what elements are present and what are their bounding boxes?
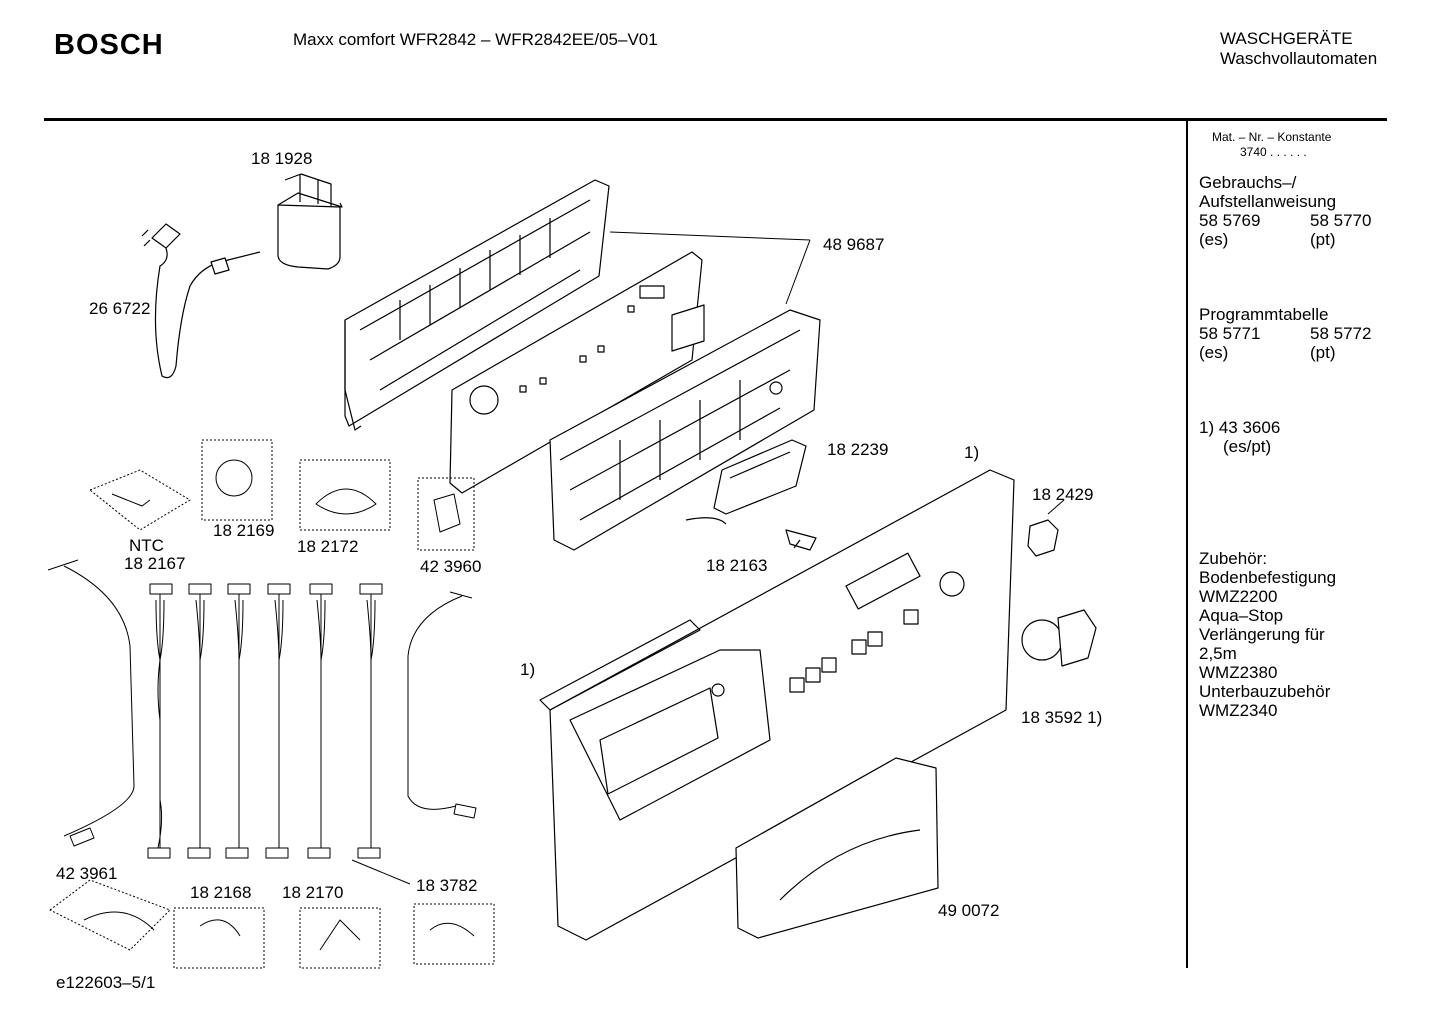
program-table-block: Programmtabelle 58 5771 58 5772 (es) (pt) <box>1199 305 1379 362</box>
footnote-block: 1) 43 3606 (es/pt) <box>1199 418 1280 456</box>
program-pt-lang: (pt) <box>1310 343 1336 362</box>
leader-183782 <box>351 859 411 885</box>
mat-number-label: Mat. – Nr. – Konstante <box>1212 130 1332 144</box>
category: WASCHGERÄTE Waschvollautomaten <box>1220 29 1377 69</box>
label-182429: 18 2429 <box>1032 485 1094 504</box>
drawing-code: e122603–5/1 <box>56 973 156 992</box>
accessory-3: Verlängerung für <box>1199 625 1325 644</box>
control-panel-part <box>539 469 1015 941</box>
accessories-block: Zubehör: Bodenbefestigung WMZ2200 Aqua–S… <box>1199 549 1336 720</box>
manual-es-number: 58 5769 <box>1199 211 1261 230</box>
program-table-title: Programmtabelle <box>1199 305 1329 324</box>
manual-title-2: Aufstellanweisung <box>1199 192 1337 211</box>
accessory-1-code: WMZ2200 <box>1199 587 1278 606</box>
label-note-1-left: 1) <box>520 660 536 679</box>
label-ntc: NTC <box>129 536 164 555</box>
optional-parts <box>49 439 495 969</box>
accessory-4-code: WMZ2340 <box>1199 701 1278 720</box>
knob-part <box>1021 609 1097 667</box>
category-line-1: WASCHGERÄTE <box>1220 29 1353 48</box>
manual-es-lang: (es) <box>1199 230 1229 249</box>
optional-part-sketches <box>83 459 475 951</box>
leader-489687 <box>609 231 811 305</box>
manual-pt-number: 58 5770 <box>1310 211 1372 230</box>
program-es-number: 58 5771 <box>1199 324 1261 343</box>
footnote-1-lang: (es/pt) <box>1223 437 1272 456</box>
label-489687: 48 9687 <box>823 235 885 254</box>
module-frame-part <box>549 309 821 551</box>
label-note-1-top: 1) <box>964 443 980 462</box>
accessory-3-length: 2,5m <box>1199 644 1237 663</box>
manual-pt-lang: (pt) <box>1310 230 1336 249</box>
accessory-4: Unterbauzubehör <box>1199 682 1331 701</box>
sidebar-divider <box>1186 120 1188 968</box>
manual-title-1: Gebrauchs–/ <box>1199 173 1297 192</box>
power-cord-part <box>141 223 261 379</box>
category-line-2: Waschvollautomaten <box>1220 49 1378 68</box>
label-181928: 18 1928 <box>251 149 313 168</box>
pcb-part <box>449 251 705 494</box>
header-divider <box>44 118 1387 121</box>
control-frame-part <box>344 179 610 431</box>
exploded-parts-drawing <box>47 173 1097 969</box>
label-182167: 18 2167 <box>124 554 186 573</box>
mat-number-value: 3740 . . . . . . <box>1240 145 1307 159</box>
bracket-part <box>1027 519 1059 557</box>
label-182169: 18 2169 <box>213 521 275 540</box>
brand-logo: BOSCH <box>54 29 164 61</box>
wire-harness-parts <box>47 559 477 859</box>
label-423961: 42 3961 <box>56 864 118 883</box>
program-es-lang: (es) <box>1199 343 1229 362</box>
suppressor-part <box>277 173 343 270</box>
label-266722: 26 6722 <box>89 299 151 318</box>
label-423960: 42 3960 <box>420 557 482 576</box>
display-part <box>685 439 807 525</box>
label-183592: 18 3592 1) <box>1021 708 1103 727</box>
model-title: Maxx comfort WFR2842 – WFR2842EE/05–V01 <box>293 30 658 49</box>
label-183782: 18 3782 <box>416 876 478 895</box>
manual-block: Gebrauchs–/ Aufstellanweisung 58 5769 58 … <box>1199 173 1379 249</box>
button-part <box>785 529 817 551</box>
label-182172: 18 2172 <box>297 537 359 556</box>
accessory-1: Bodenbefestigung <box>1199 568 1337 587</box>
label-182168: 18 2168 <box>190 883 252 902</box>
program-pt-number: 58 5772 <box>1310 324 1372 343</box>
accessory-3-code: WMZ2380 <box>1199 663 1278 682</box>
accessories-title: Zubehör: <box>1199 549 1268 568</box>
label-182163: 18 2163 <box>706 556 768 575</box>
footnote-1: 1) 43 3606 <box>1199 418 1281 437</box>
label-182170: 18 2170 <box>282 883 344 902</box>
door-cover-part <box>735 757 939 939</box>
mat-number-block: Mat. – Nr. – Konstante 3740 . . . . . . <box>1212 130 1331 160</box>
accessory-2: Aqua–Stop <box>1199 606 1284 625</box>
label-182239: 18 2239 <box>827 440 889 459</box>
label-490072: 49 0072 <box>938 901 1000 920</box>
